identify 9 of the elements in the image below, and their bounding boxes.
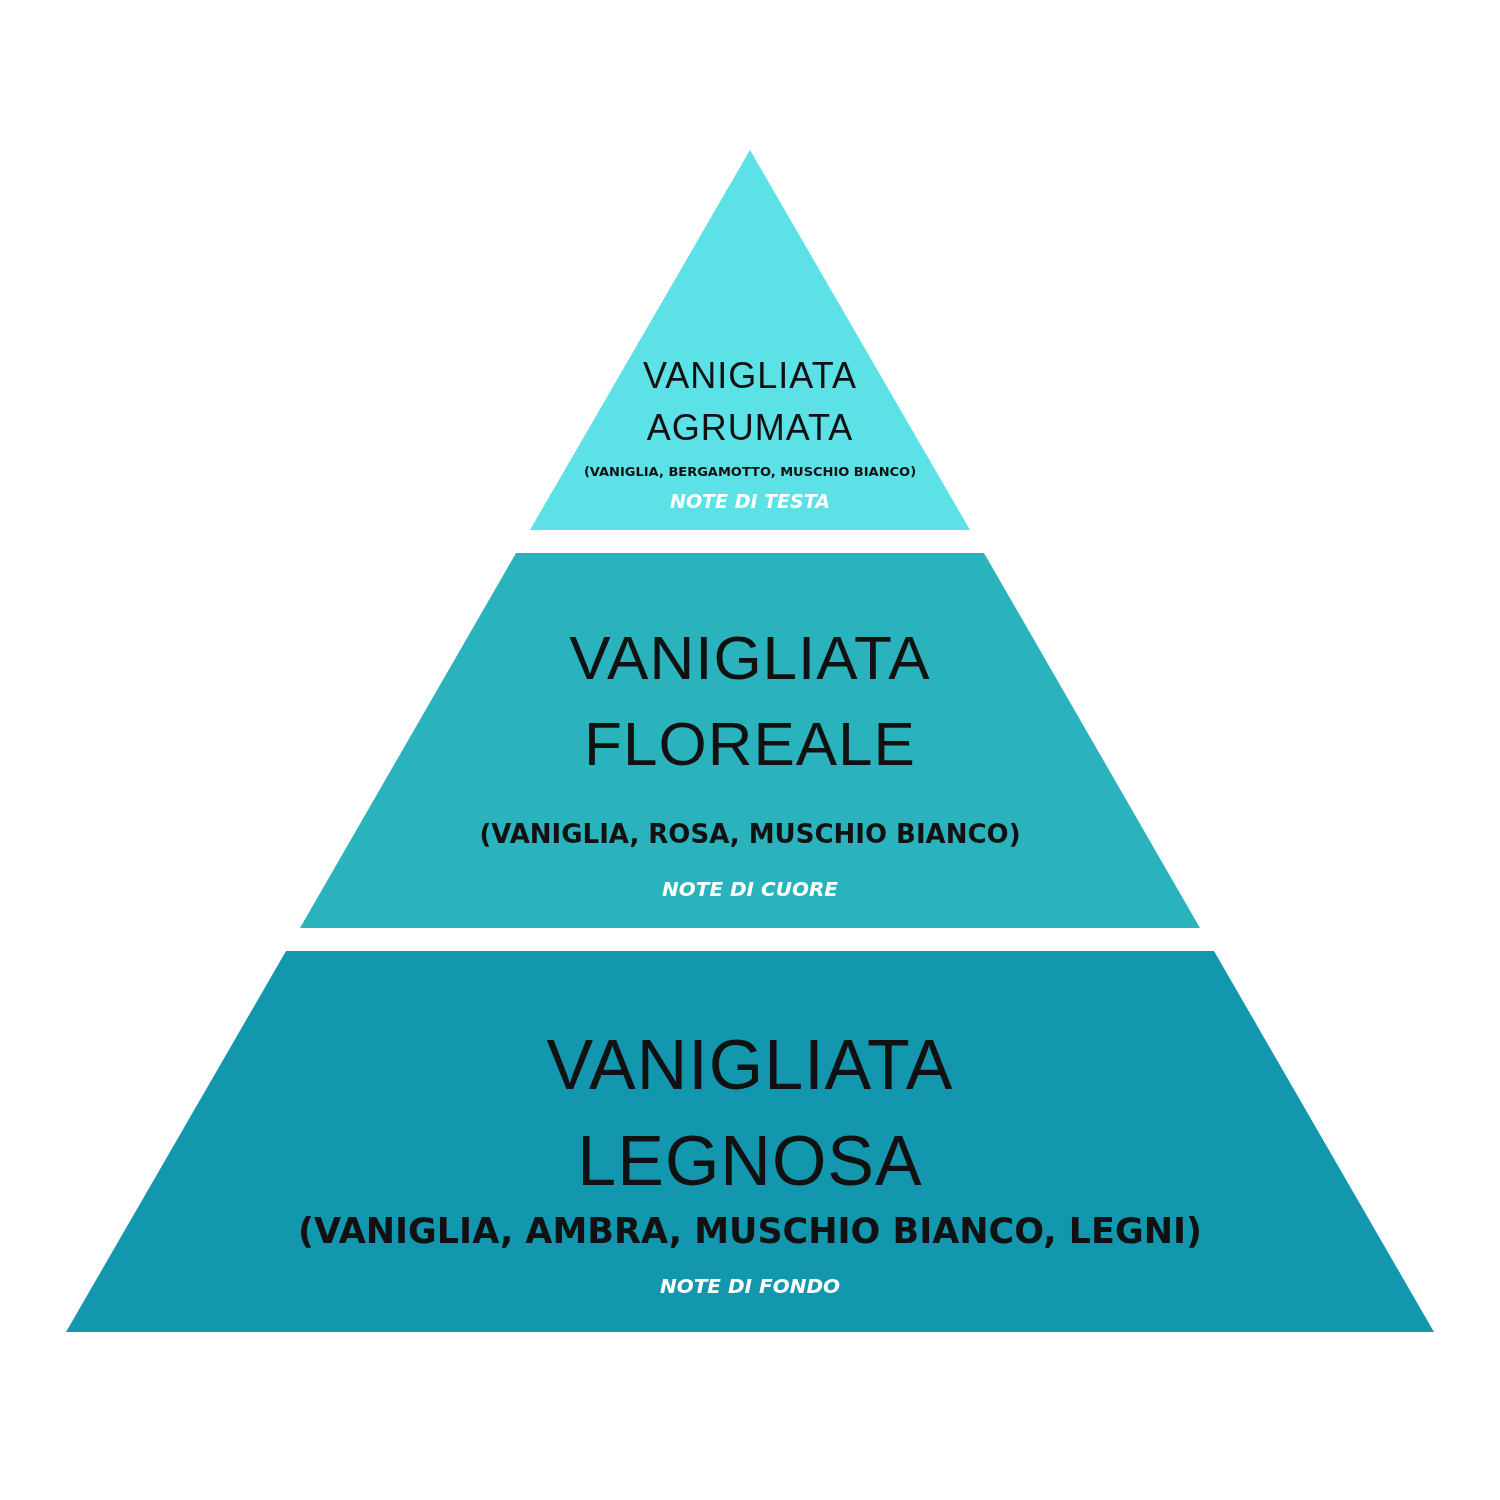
tier-title: VANIGLIATA AGRUMATA: [641, 354, 858, 450]
note-label: NOTE DI CUORE: [662, 877, 838, 901]
ingredient-list: (VANIGLIA, ROSA, MUSCHIO BIANCO): [479, 819, 1021, 849]
note-label: NOTE DI FONDO: [660, 1274, 840, 1298]
tier-title: VANIGLIATA FLOREALE: [568, 622, 932, 780]
ingredient-list: (VANIGLIA, BERGAMOTTO, MUSCHIO BIANCO): [583, 464, 917, 479]
note-label: NOTE DI TESTA: [670, 490, 830, 512]
tier-title: VANIGLIATA LEGNOSA: [545, 1025, 955, 1202]
ingredient-list: (VANIGLIA, AMBRA, MUSCHIO BIANCO, LEGNI): [298, 1211, 1202, 1251]
